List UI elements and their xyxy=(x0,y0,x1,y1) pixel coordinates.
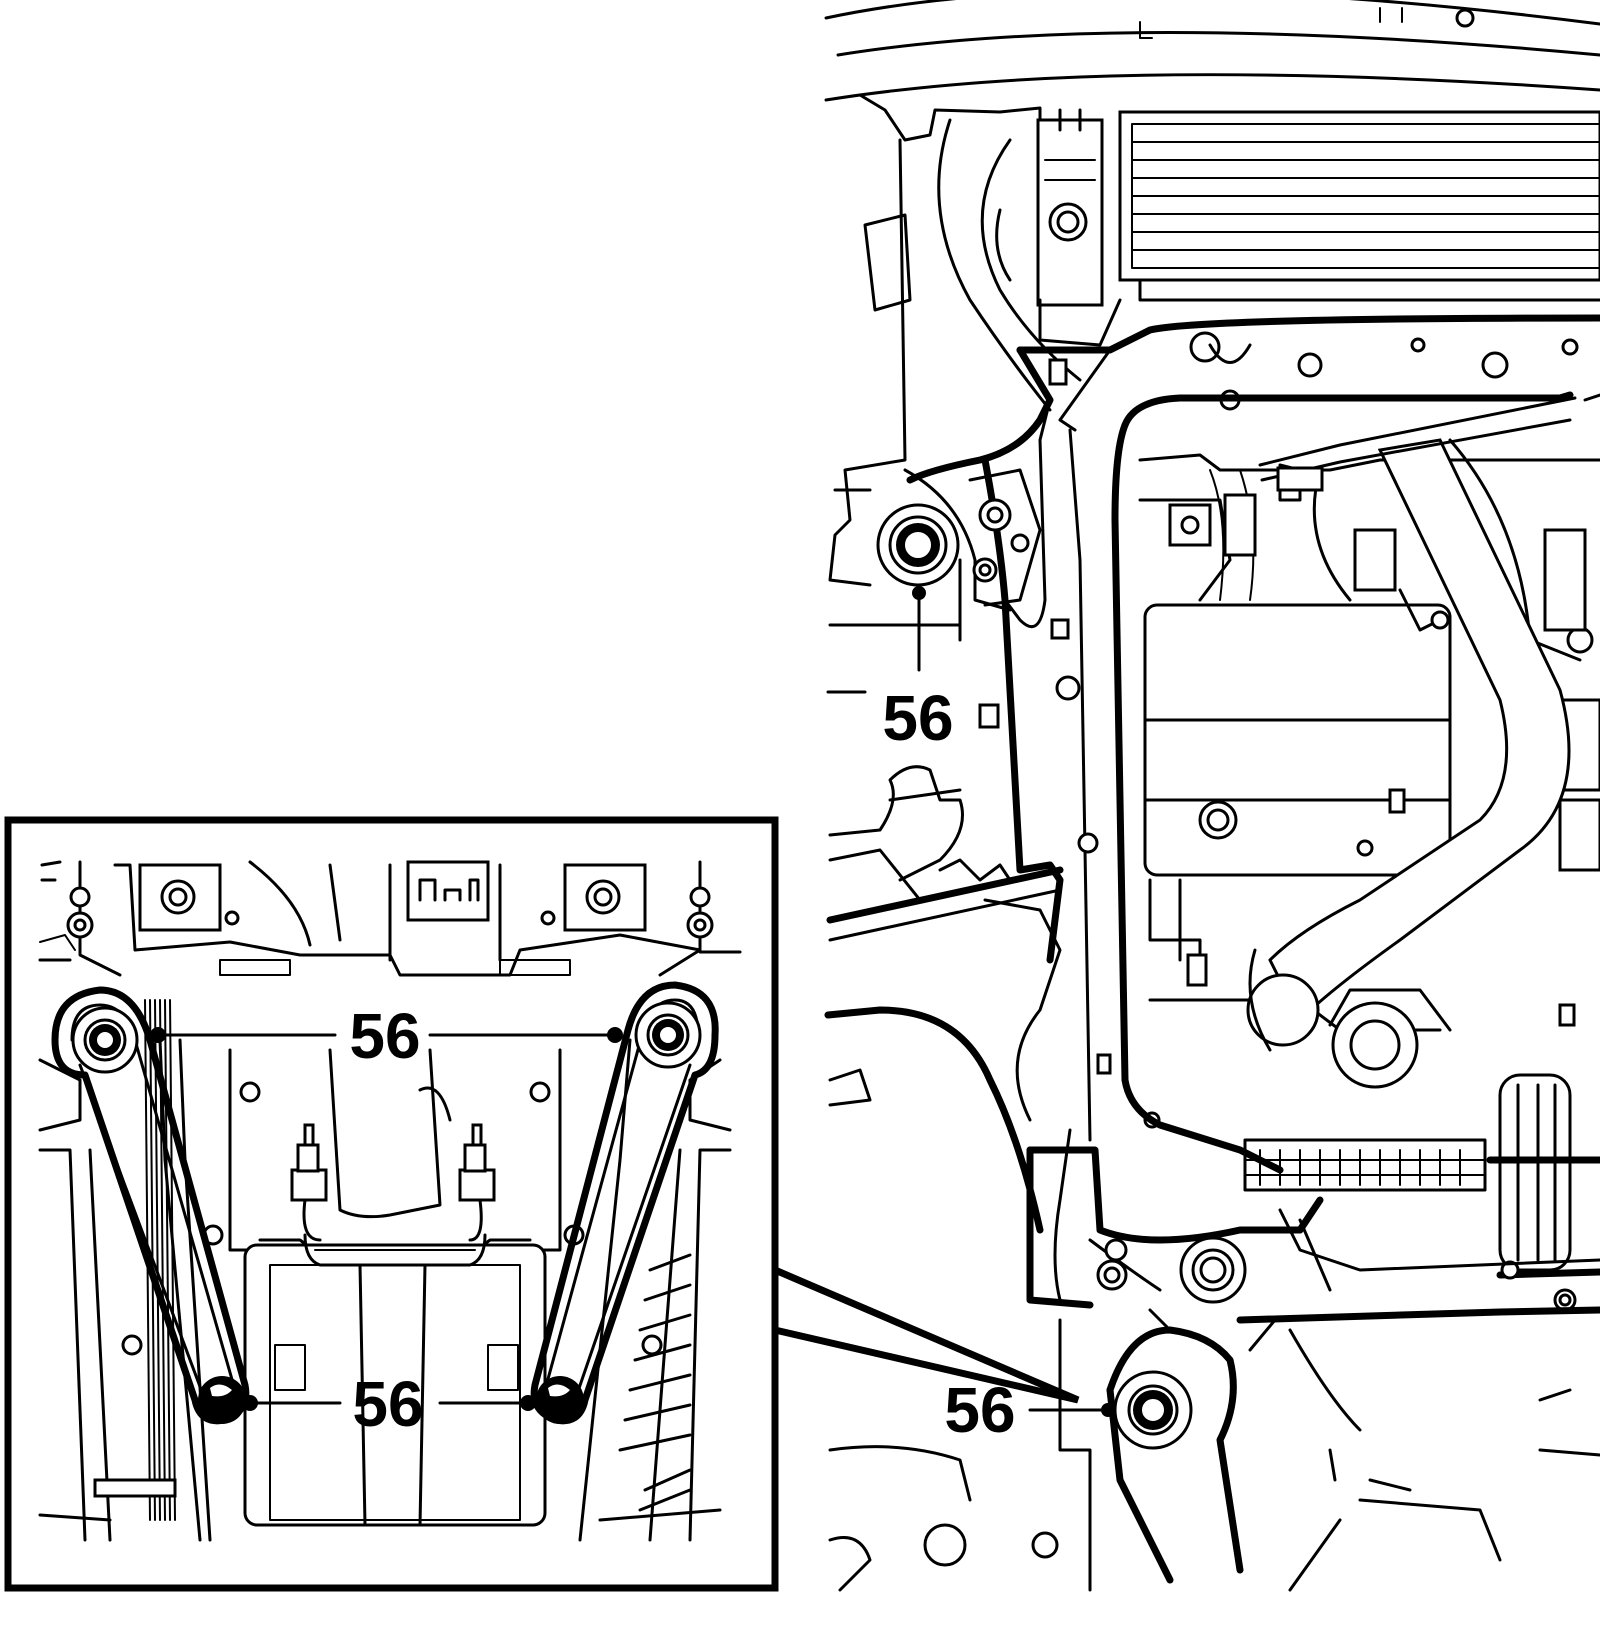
inset-top-structure xyxy=(38,860,742,977)
main-view: 56 56 xyxy=(824,0,1600,1592)
callout-56-inset-lower: 56 xyxy=(352,1368,423,1440)
radiator-grille xyxy=(1118,110,1600,302)
diagonal-pipe xyxy=(1246,396,1577,1089)
inset-pointer-wedge xyxy=(773,1266,1080,1404)
lower-grid-rack xyxy=(1243,1073,1600,1312)
callout-56-main-upper: 56 xyxy=(882,682,953,754)
subframe-left-rail xyxy=(981,398,1161,1142)
detail-inset: 56 56 xyxy=(4,816,1080,1592)
left-bracket xyxy=(828,93,1122,587)
engine-block xyxy=(1111,391,1600,1174)
front-crossmember xyxy=(906,314,1600,484)
bumper-outline xyxy=(824,0,1600,102)
main-leaders xyxy=(912,586,1115,1417)
inset-leaders xyxy=(150,1027,623,1411)
subframe-rear xyxy=(1026,1146,1600,1324)
callout-56-inset-upper: 56 xyxy=(349,1000,420,1072)
lower-control-arm xyxy=(828,1308,1600,1592)
upper-bushing xyxy=(828,468,1042,729)
left-lower-structure xyxy=(824,690,1072,1302)
